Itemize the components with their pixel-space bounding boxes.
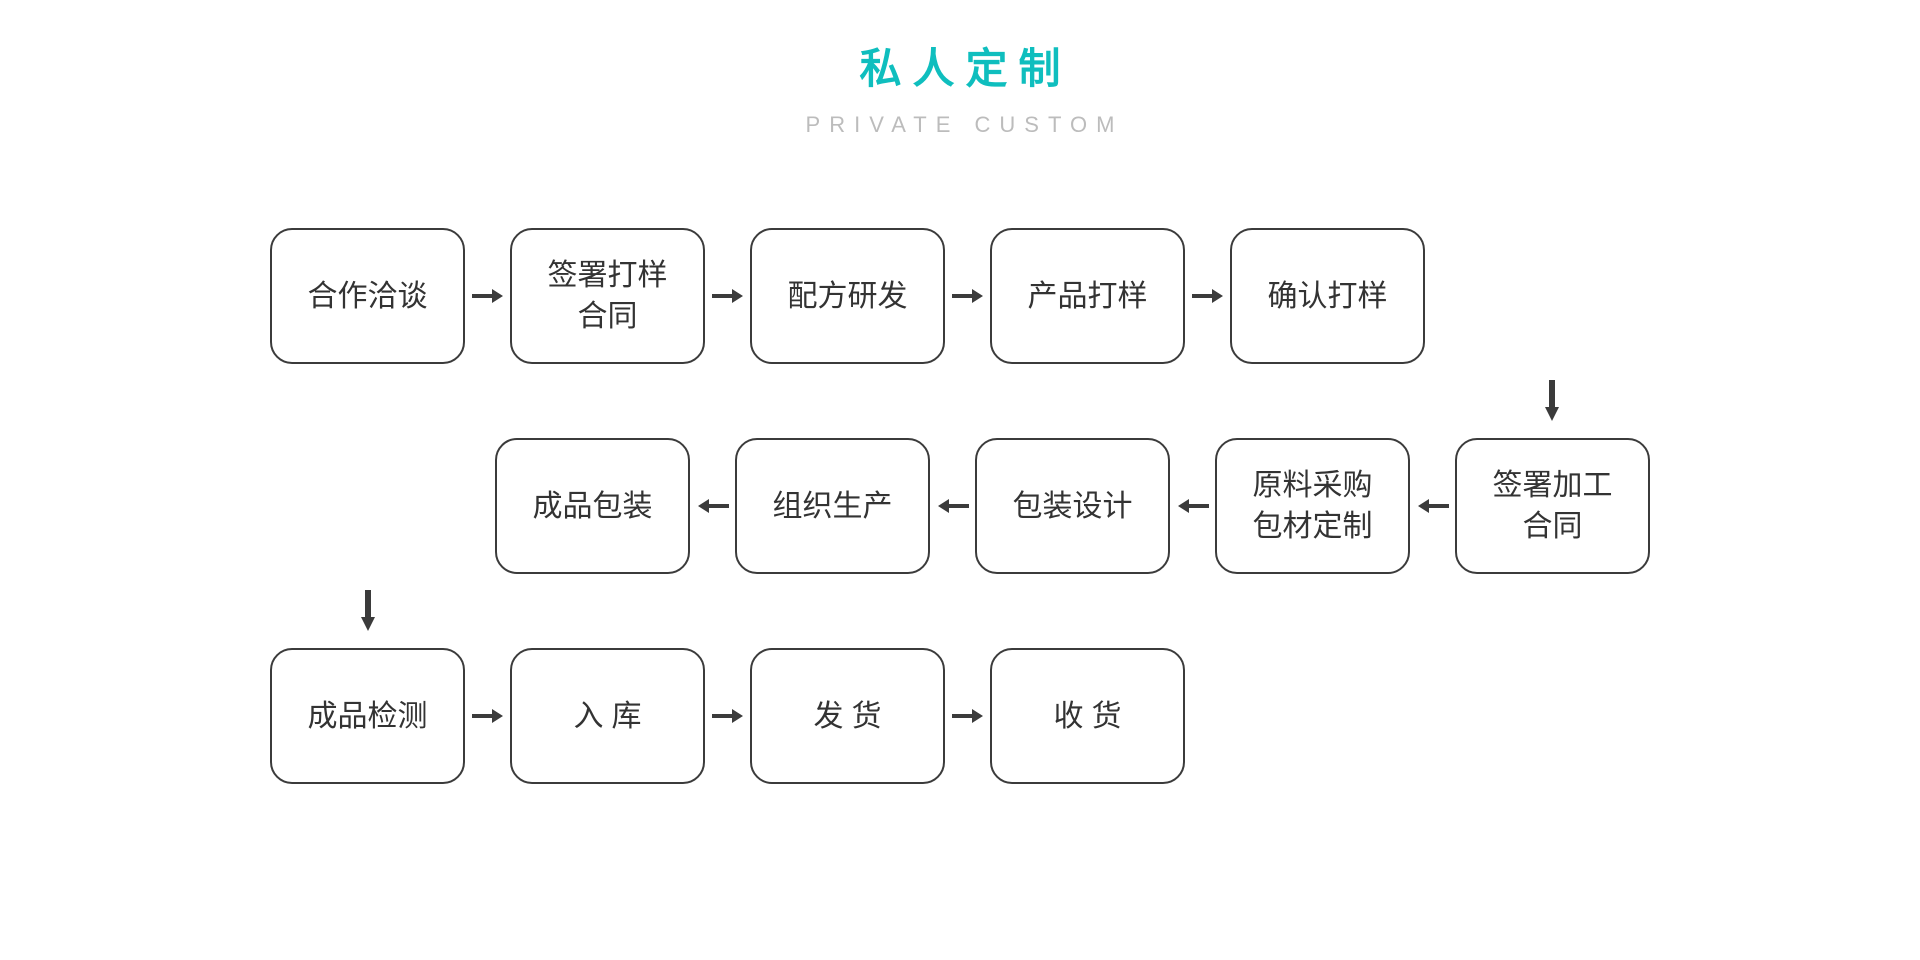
flow-node-label: 签署加工 合同 xyxy=(1492,469,1613,543)
flow-node-cooperation-negotiation[interactable]: 合作洽谈 xyxy=(270,228,465,364)
arrow-left-icon xyxy=(930,438,975,574)
flow-node-label: 配方研发 xyxy=(787,279,908,313)
flow-node-label: 签署打样 合同 xyxy=(547,259,668,333)
flow-node-formula-rd[interactable]: 配方研发 xyxy=(750,228,945,364)
arrow-right-icon xyxy=(705,648,750,784)
flow-node-shipping[interactable]: 发货 xyxy=(750,648,945,784)
arrow-down-icon xyxy=(1522,364,1582,438)
process-flow-diagram: 合作洽谈 签署打样 合同 配方研发 xyxy=(270,228,1650,784)
flow-node-material-purchase[interactable]: 原料采购 包材定制 xyxy=(1215,438,1410,574)
flow-node-label: 确认打样 xyxy=(1267,279,1388,313)
arrow-left-icon xyxy=(1410,438,1455,574)
flow-row-2: 签署加工 合同 原料采购 包材定制 包装设计 xyxy=(270,438,1650,574)
flow-node-package-design[interactable]: 包装设计 xyxy=(975,438,1170,574)
flow-node-receiving[interactable]: 收货 xyxy=(990,648,1185,784)
flow-node-label: 成品检测 xyxy=(307,699,428,733)
arrow-right-icon xyxy=(945,648,990,784)
flow-node-label: 发货 xyxy=(813,699,890,733)
flow-node-label: 产品打样 xyxy=(1027,279,1148,313)
flow-node-label: 包装设计 xyxy=(1012,489,1133,523)
flow-node-finished-inspection[interactable]: 成品检测 xyxy=(270,648,465,784)
flow-node-label: 原料采购 包材定制 xyxy=(1252,469,1373,543)
arrow-right-icon xyxy=(1185,228,1230,364)
arrow-left-icon xyxy=(1170,438,1215,574)
arrow-left-icon xyxy=(690,438,735,574)
flow-connector-row-2-3 xyxy=(270,574,1650,648)
arrow-right-icon xyxy=(705,228,750,364)
flow-node-label: 组织生产 xyxy=(772,489,893,523)
flow-node-label: 收货 xyxy=(1053,699,1130,733)
arrow-down-icon xyxy=(338,574,398,648)
flow-row-3: 成品检测 入库 发货 xyxy=(270,648,1650,784)
page-title: 私人定制 xyxy=(859,45,1072,92)
page-subtitle: PRIVATE CUSTOM xyxy=(805,112,1124,137)
flow-node-organize-production[interactable]: 组织生产 xyxy=(735,438,930,574)
page-header: 私人定制 PRIVATE CUSTOM xyxy=(0,0,1920,142)
flow-node-label: 入库 xyxy=(573,699,650,733)
flow-node-confirm-sample[interactable]: 确认打样 xyxy=(1230,228,1425,364)
arrow-right-icon xyxy=(465,648,510,784)
flow-node-sign-sample-contract[interactable]: 签署打样 合同 xyxy=(510,228,705,364)
flow-node-sign-processing-contract[interactable]: 签署加工 合同 xyxy=(1455,438,1650,574)
flow-node-warehouse-in[interactable]: 入库 xyxy=(510,648,705,784)
arrow-right-icon xyxy=(945,228,990,364)
flow-row-1: 合作洽谈 签署打样 合同 配方研发 xyxy=(270,228,1650,364)
arrow-right-icon xyxy=(465,228,510,364)
flow-node-finished-packaging[interactable]: 成品包装 xyxy=(495,438,690,574)
flow-connector-row-1-2 xyxy=(270,364,1650,438)
flow-node-label: 合作洽谈 xyxy=(307,279,428,313)
flow-node-label: 成品包装 xyxy=(532,489,653,523)
flow-node-product-sampling[interactable]: 产品打样 xyxy=(990,228,1185,364)
